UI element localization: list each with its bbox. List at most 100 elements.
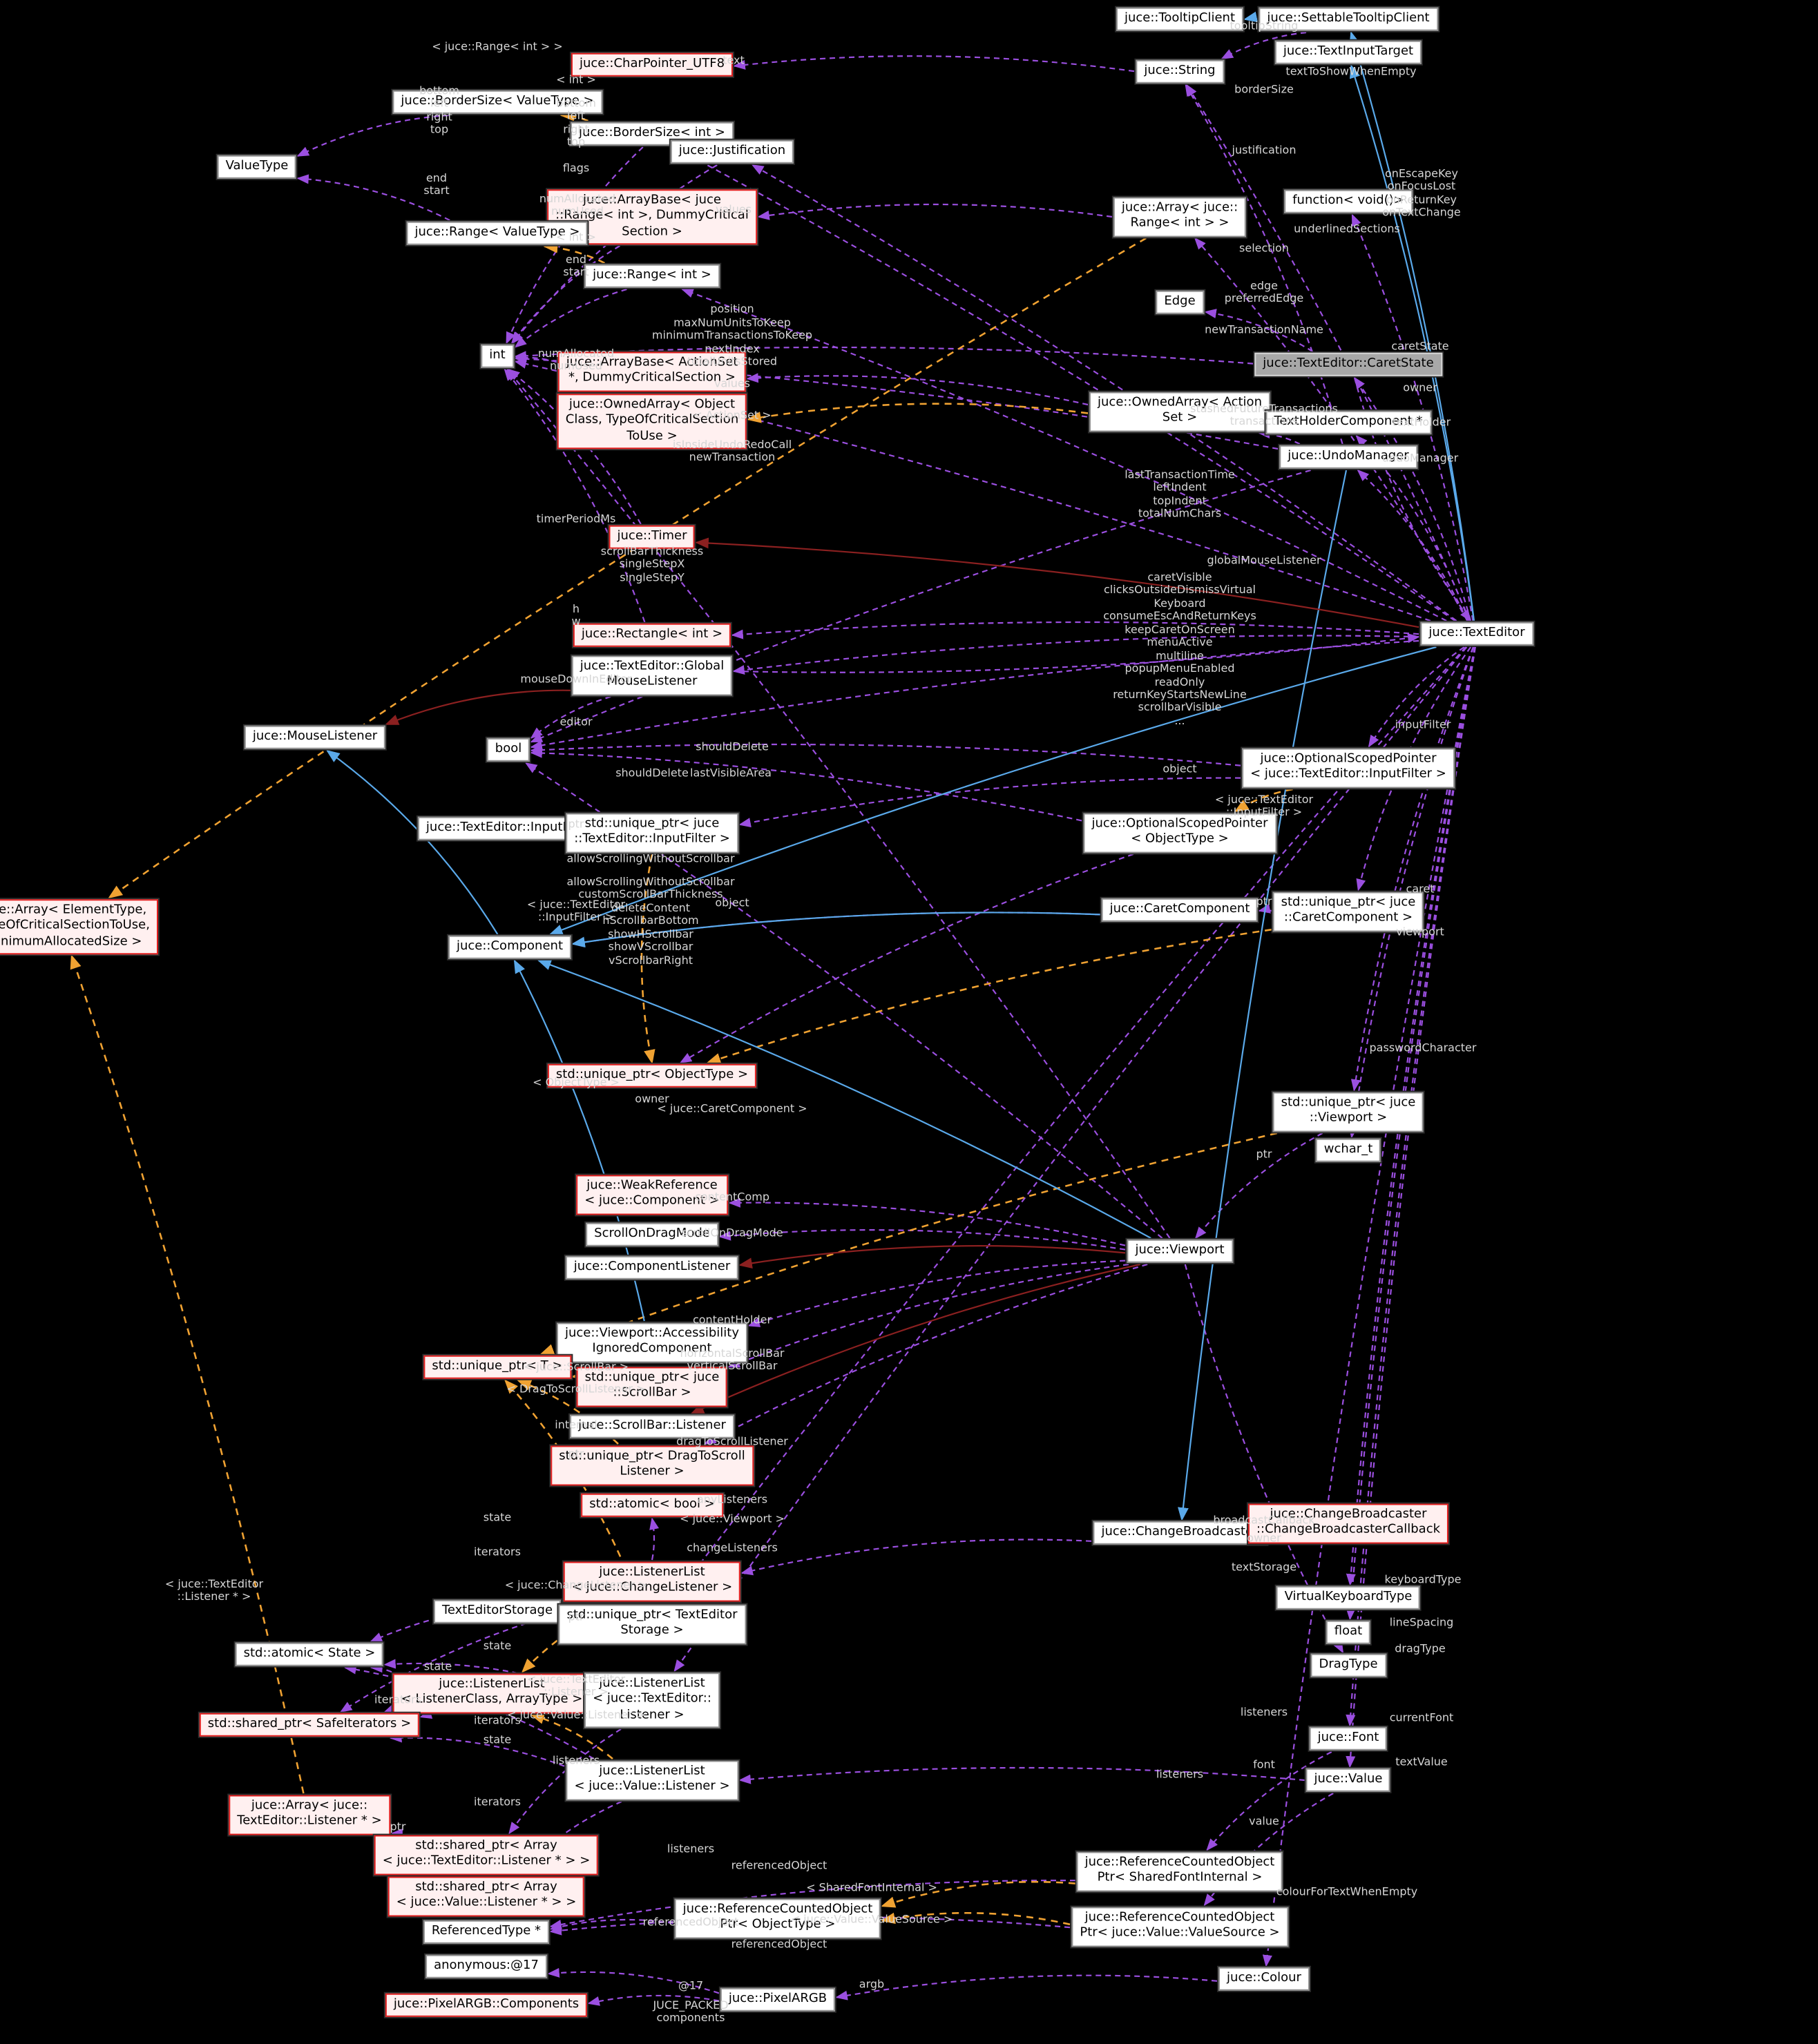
class-node-sharedPtrArrayValueListener[interactable]: std::shared_ptr< Array < juce::Value::Li… [387, 1876, 585, 1916]
class-node-uniquePtrT[interactable]: std::unique_ptr< T > [423, 1355, 571, 1380]
edge-public-textEditor-component [548, 646, 1437, 936]
class-node-virtualKeyboardType[interactable]: VirtualKeyboardType [1276, 1585, 1421, 1610]
edge-member-textEditor-intNode [514, 359, 1431, 622]
edge-member-settableTooltipClient-string [1221, 31, 1307, 59]
class-node-wcharT[interactable]: wchar_t [1315, 1138, 1381, 1163]
edge-member-textEditor-floatNode [1346, 646, 1476, 1621]
class-node-caretStateNode[interactable]: juce::TextEditor::CaretState [1254, 352, 1442, 377]
edge-member-globalMouseListener-textEditor [733, 633, 1420, 673]
class-node-uniquePtrObjectType[interactable]: std::unique_ptr< ObjectType > [547, 1063, 757, 1088]
class-node-undoManager[interactable]: juce::UndoManager [1279, 445, 1417, 470]
class-node-sharedPtrSafeIterators[interactable]: std::shared_ptr< SafeIterators > [199, 1713, 420, 1737]
class-node-settableTooltipClient[interactable]: juce::SettableTooltipClient [1259, 7, 1438, 32]
class-node-valueType[interactable]: ValueType [217, 155, 297, 180]
class-node-listenerListTextEditorListener[interactable]: juce::ListenerList < juce::TextEditor:: … [584, 1672, 720, 1728]
class-node-uniquePtrViewport[interactable]: std::unique_ptr< juce ::Viewport > [1272, 1092, 1424, 1132]
class-node-ownedArrayGeneric[interactable]: juce::OwnedArray< Object Class, TypeOfCr… [557, 394, 747, 449]
class-node-valueNode[interactable]: juce::Value [1305, 1768, 1391, 1793]
class-node-changeBroadcasterCallback[interactable]: juce::ChangeBroadcaster ::ChangeBroadcas… [1247, 1503, 1449, 1543]
edge-template-rangeInt-rangeValueType [543, 242, 605, 264]
class-node-arrayBaseActionSet[interactable]: juce::ArrayBase< ActionSet *, DummyCriti… [557, 351, 747, 392]
class-node-arrayRangeInt[interactable]: juce::Array< juce:: Range< int > > [1113, 197, 1247, 237]
class-node-caretComponent[interactable]: juce::CaretComponent [1101, 898, 1259, 923]
edge-template-ownedArrayActionSet-ownedArrayGeneric [746, 403, 1089, 423]
edge-member-listenerListGeneric-sharedPtrSafeIterators [383, 1703, 397, 1713]
edge-member-textEditor-uniquePtrViewport [1350, 646, 1474, 1092]
edge-member-pixelARGB-pixelARGBComponents [587, 1994, 720, 2006]
edge-member-string-charPointerUTF8 [733, 55, 1135, 73]
edge-template-arrayRangeInt-arrayElementType [108, 237, 1147, 899]
class-node-functionVoid[interactable]: function< void()> [1284, 189, 1413, 214]
class-node-textEditorStorage[interactable]: TextEditorStorage [433, 1599, 562, 1624]
edge-member-textEditor-justification [751, 164, 1457, 621]
edge-member-uniquePtrViewport-viewport [1194, 1132, 1323, 1240]
class-node-componentListener[interactable]: juce::ComponentListener [565, 1255, 739, 1280]
class-node-component[interactable]: juce::Component [448, 935, 572, 960]
class-node-listenerListGeneric[interactable]: juce::ListenerList < ListenerClass, Arra… [392, 1673, 591, 1713]
class-node-optScopedPtrInputFilter[interactable]: juce::OptionalScopedPointer < juce::Text… [1242, 748, 1455, 788]
class-node-mouseListener[interactable]: juce::MouseListener [244, 725, 386, 750]
class-node-rectangleInt[interactable]: juce::Rectangle< int > [573, 623, 731, 648]
class-node-charPointerUTF8[interactable]: juce::CharPointer_UTF8 [571, 52, 734, 77]
edge-member-ownedArrayActionSet-arrayBaseActionSet [746, 373, 1089, 406]
edge-member-textEditor-wcharT [1348, 646, 1475, 1139]
class-node-atomicBool[interactable]: std::atomic< bool > [581, 1493, 723, 1518]
edge-member-textEditor-borderSizeInt [672, 146, 1456, 621]
edge-member-globalMouseListener-boolNode [530, 695, 611, 739]
class-node-boolNode[interactable]: bool [486, 737, 530, 762]
class-node-fontNode[interactable]: juce::Font [1309, 1726, 1388, 1751]
class-node-sharedPtrArrayTEdListener[interactable]: std::shared_ptr< Array < juce::TextEdito… [374, 1835, 599, 1875]
class-node-edgeNode[interactable]: Edge [1156, 290, 1204, 315]
class-node-borderSizeValueType[interactable]: juce::BorderSize< ValueType > [392, 90, 602, 115]
class-node-changeBroadcaster[interactable]: juce::ChangeBroadcaster [1093, 1521, 1267, 1545]
class-node-scrollOnDragMode[interactable]: ScrollOnDragMode [586, 1222, 718, 1247]
class-node-string[interactable]: juce::String [1136, 59, 1224, 84]
class-node-uniquePtrInputFilter[interactable]: std::unique_ptr< juce ::TextEditor::Inpu… [566, 813, 738, 853]
class-node-textInputTarget[interactable]: juce::TextInputTarget [1274, 40, 1422, 65]
class-node-arrayTextEditorListener[interactable]: juce::Array< juce:: TextEditor::Listener… [229, 1795, 390, 1835]
class-node-atomicState[interactable]: std::atomic< State > [235, 1642, 384, 1667]
edge-member-rangeValueType-valueType [296, 174, 450, 221]
class-node-rangeValueType[interactable]: juce::Range< ValueType > [406, 221, 589, 246]
class-node-timer[interactable]: juce::Timer [609, 525, 696, 550]
class-node-arrayElementType[interactable]: juce::Array< ElementType, TypeOfCritical… [0, 899, 158, 954]
class-node-rangeInt[interactable]: juce::Range< int > [584, 264, 720, 289]
class-node-uniquePtrTextEditorStorage[interactable]: std::unique_ptr< TextEditor Storage > [558, 1604, 746, 1644]
class-node-anonymous17[interactable]: anonymous:@17 [425, 1954, 547, 1979]
class-node-scrollBarListener[interactable]: juce::ScrollBar::Listener [570, 1414, 734, 1439]
class-node-uniquePtrDragToScroll[interactable]: std::unique_ptr< DragToScroll Listener > [551, 1445, 754, 1485]
class-node-dragTypeNode[interactable]: DragType [1310, 1653, 1386, 1678]
class-node-viewportAccessibility[interactable]: juce::Viewport::Accessibility IgnoredCom… [556, 1322, 748, 1362]
class-node-uniquePtrCaretComponent[interactable]: std::unique_ptr< juce ::CaretComponent > [1272, 891, 1424, 932]
class-node-tooltipClient[interactable]: juce::TooltipClient [1116, 7, 1244, 32]
edge-member-textEditor-uniquePtrCaretComponent [1356, 646, 1472, 891]
class-node-listenerListChange[interactable]: juce::ListenerList < juce::ChangeListene… [563, 1561, 741, 1601]
class-node-textHolderComponent[interactable]: TextHolderComponent * [1265, 410, 1431, 435]
class-node-floatNode[interactable]: float [1326, 1620, 1371, 1645]
class-node-intNode[interactable]: int [481, 344, 514, 369]
edge-member-listenerListChange-sharedPtrSafeIterators [339, 1601, 602, 1713]
class-node-refCountedPtrSharedFont[interactable]: juce::ReferenceCountedObject Ptr< Shared… [1076, 1851, 1283, 1891]
class-node-pixelARGB[interactable]: juce::PixelARGB [720, 1987, 836, 2012]
class-node-ownedArrayActionSet[interactable]: juce::OwnedArray< Action Set > [1089, 392, 1270, 432]
class-node-listenerListValueListener[interactable]: juce::ListenerList < juce::Value::Listen… [566, 1760, 738, 1800]
edge-member-optScopedPtrObjectType-uniquePtrObjectType [679, 853, 1134, 1063]
edge-member-textEditor-fontNode [1346, 646, 1476, 1727]
class-node-optScopedPtrObjectType[interactable]: juce::OptionalScopedPointer < ObjectType… [1083, 813, 1276, 853]
class-node-colour[interactable]: juce::Colour [1218, 1967, 1310, 1992]
class-node-refCountedPtrObjectType[interactable]: juce::ReferenceCountedObject Ptr< Object… [674, 1898, 881, 1938]
class-node-referencedType[interactable]: ReferencedType * [423, 1920, 550, 1945]
class-node-justification[interactable]: juce::Justification [670, 139, 794, 164]
class-node-textEditor[interactable]: juce::TextEditor [1420, 621, 1533, 646]
edge-member-rectangleInt-intNode [504, 368, 646, 623]
class-node-pixelARGBComponents[interactable]: juce::PixelARGB::Components [385, 1993, 588, 2018]
edge-member-viewport-viewportAccessibility [747, 1260, 1126, 1327]
class-node-refCountedPtrValueSource[interactable]: juce::ReferenceCountedObject Ptr< juce::… [1071, 1907, 1288, 1947]
edge-member-textEditor-globalMouseListener [732, 635, 1419, 675]
edge-member-rangeInt-intNode [514, 288, 627, 348]
class-node-weakRefComponent[interactable]: juce::WeakReference < juce::Component > [576, 1175, 728, 1215]
class-node-viewport[interactable]: juce::Viewport [1127, 1239, 1233, 1264]
edge-member-textEditor-colour [1262, 646, 1476, 1967]
class-node-globalMouseListener[interactable]: juce::TextEditor::Global MouseListener [571, 655, 733, 695]
class-node-uniquePtrScrollBar[interactable]: std::unique_ptr< juce ::ScrollBar > [576, 1367, 728, 1407]
